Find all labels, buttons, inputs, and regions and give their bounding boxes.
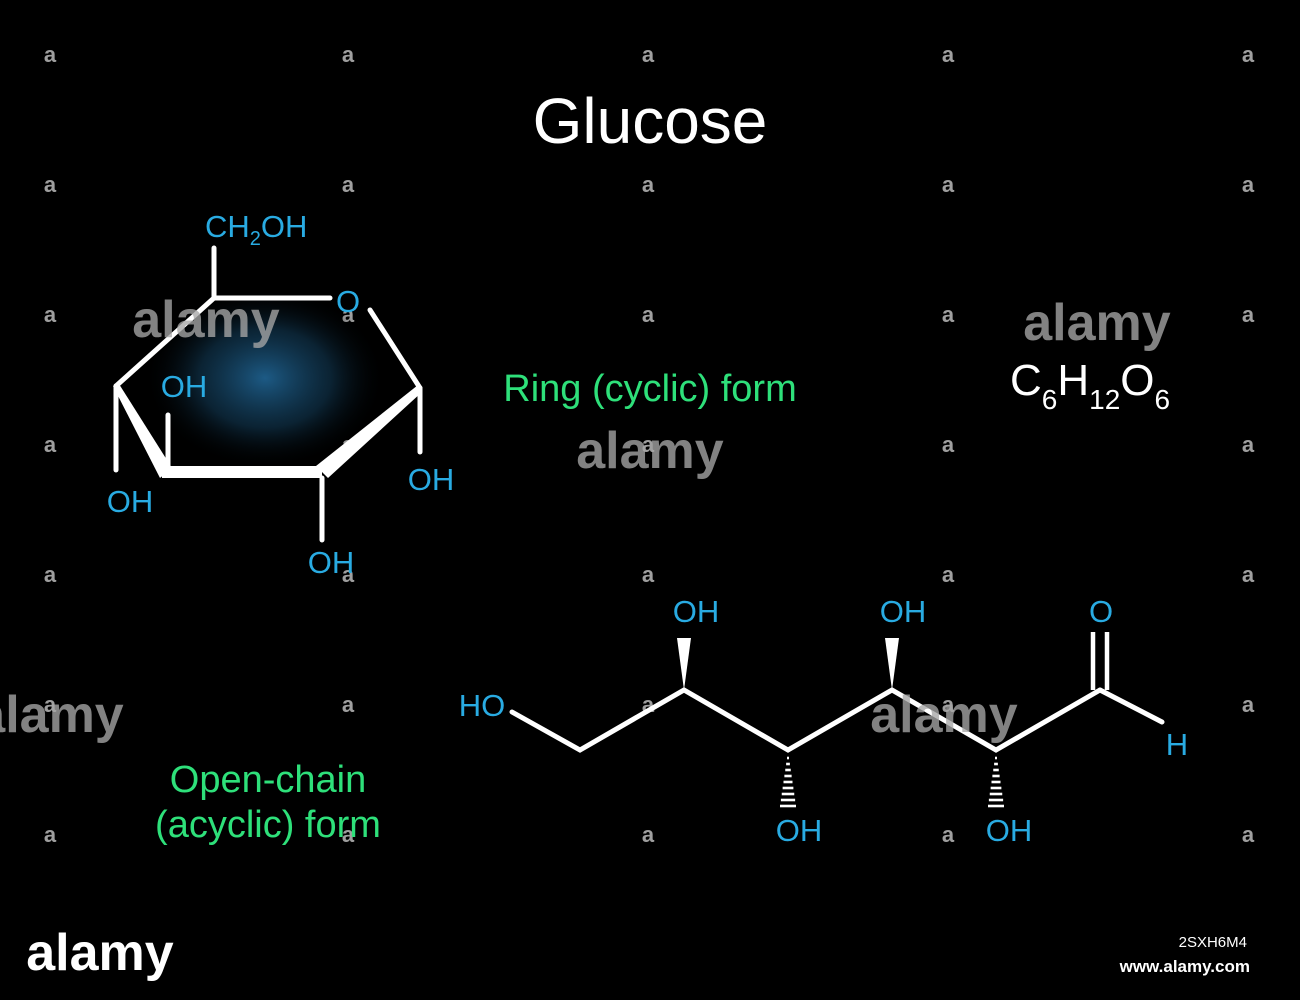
- hashed-wedge-2: [988, 756, 1004, 808]
- chain-oh-up-2: OH: [880, 594, 927, 629]
- watermark-small-mark: a: [44, 562, 57, 587]
- ring-oh-label-c1: OH: [408, 462, 455, 497]
- aldehyde-h-label: H: [1166, 727, 1188, 762]
- ring-oh-label-c2: OH: [308, 545, 355, 580]
- watermark-small-mark: a: [44, 172, 57, 197]
- watermark-small-mark: a: [44, 42, 57, 67]
- ring-wedge-c4-c3: [113, 384, 172, 478]
- chain-oh-down-2: OH: [986, 813, 1033, 848]
- watermark-small-mark: a: [44, 302, 57, 327]
- watermark-small-mark: a: [44, 822, 57, 847]
- watermark-small-mark: a: [942, 432, 955, 457]
- chain-ho-label: HO: [459, 688, 506, 723]
- watermark-small-mark: a: [642, 562, 655, 587]
- ch2oh-label: CH2OH: [205, 209, 307, 250]
- watermark-brand-4: alamy: [0, 686, 124, 744]
- ring-oh-label-c3: OH: [161, 369, 208, 404]
- ring-form-caption: Ring (cyclic) form: [503, 368, 796, 410]
- watermark-small-mark: a: [342, 692, 355, 717]
- ring-oh-label-c4: OH: [107, 484, 154, 519]
- footer-brand-logo: alamy: [26, 924, 174, 982]
- wedge-up-2: [885, 638, 899, 690]
- watermark-small-mark: a: [1242, 822, 1255, 847]
- watermark-brand-1: alamy: [132, 291, 280, 349]
- watermark-small-mark: a: [44, 692, 57, 717]
- watermark-small-mark: a: [942, 172, 955, 197]
- wedge-up-1: [677, 638, 691, 690]
- watermark-small-mark: a: [942, 692, 955, 717]
- chain-backbone: [509, 687, 1103, 753]
- watermark-small-mark: a: [642, 302, 655, 327]
- ring-wedge-c2-c1: [316, 385, 422, 478]
- ring-bond-c5-c4: [113, 295, 217, 389]
- open-chain-caption-line2: (acyclic) form: [155, 804, 381, 846]
- ring-bond-o-c1: [367, 307, 423, 391]
- watermark-small-mark: a: [942, 42, 955, 67]
- watermark-small-mark: a: [1242, 302, 1255, 327]
- watermark-small-mark: a: [342, 822, 355, 847]
- watermark-small-mark: a: [342, 172, 355, 197]
- watermark-brand-2: alamy: [576, 422, 724, 480]
- watermark-small-mark: a: [642, 432, 655, 457]
- open-chain-structure: HO OH OH OH OH O H: [459, 594, 1188, 848]
- page-title: Glucose: [533, 85, 768, 157]
- watermark-small-mark: a: [942, 562, 955, 587]
- ring-oxygen-label: O: [336, 284, 360, 319]
- hashed-wedge-1: [780, 756, 796, 808]
- watermark-small-mark: a: [642, 822, 655, 847]
- watermark-small-mark: a: [1242, 42, 1255, 67]
- watermark-brand-3: alamy: [1023, 294, 1171, 352]
- watermark-grid: aaaaaaaaaaaaaaaaaaaaaaaaaaaaaaaaaaa: [44, 42, 1255, 847]
- watermark-small-mark: a: [1242, 172, 1255, 197]
- watermark-small-mark: a: [1242, 692, 1255, 717]
- chain-oh-up-1: OH: [673, 594, 720, 629]
- watermark-small-mark: a: [942, 822, 955, 847]
- watermark-small-mark: a: [942, 302, 955, 327]
- chain-oh-down-1: OH: [776, 813, 823, 848]
- watermark-small-mark: a: [44, 432, 57, 457]
- watermark-brand-5: alamy: [870, 686, 1018, 744]
- watermark-small-mark: a: [642, 42, 655, 67]
- molecular-formula: C6H12O6: [1010, 356, 1170, 415]
- watermark-small-mark: a: [342, 562, 355, 587]
- carbonyl-oxygen-label: O: [1089, 594, 1113, 629]
- watermark-small-mark: a: [1242, 562, 1255, 587]
- footer-url: www.alamy.com: [1119, 957, 1250, 976]
- watermark-small-mark: a: [642, 172, 655, 197]
- watermark-small-mark: a: [1242, 432, 1255, 457]
- open-chain-caption-line1: Open-chain: [170, 759, 366, 801]
- watermark-small-mark: a: [342, 42, 355, 67]
- aldehyde-bond-h: [1097, 687, 1165, 725]
- ring-glow: [145, 288, 385, 468]
- footer-image-id: 2SXH6M4: [1179, 934, 1247, 951]
- ring-structure: CH2OH O OH OH OH OH: [107, 209, 455, 580]
